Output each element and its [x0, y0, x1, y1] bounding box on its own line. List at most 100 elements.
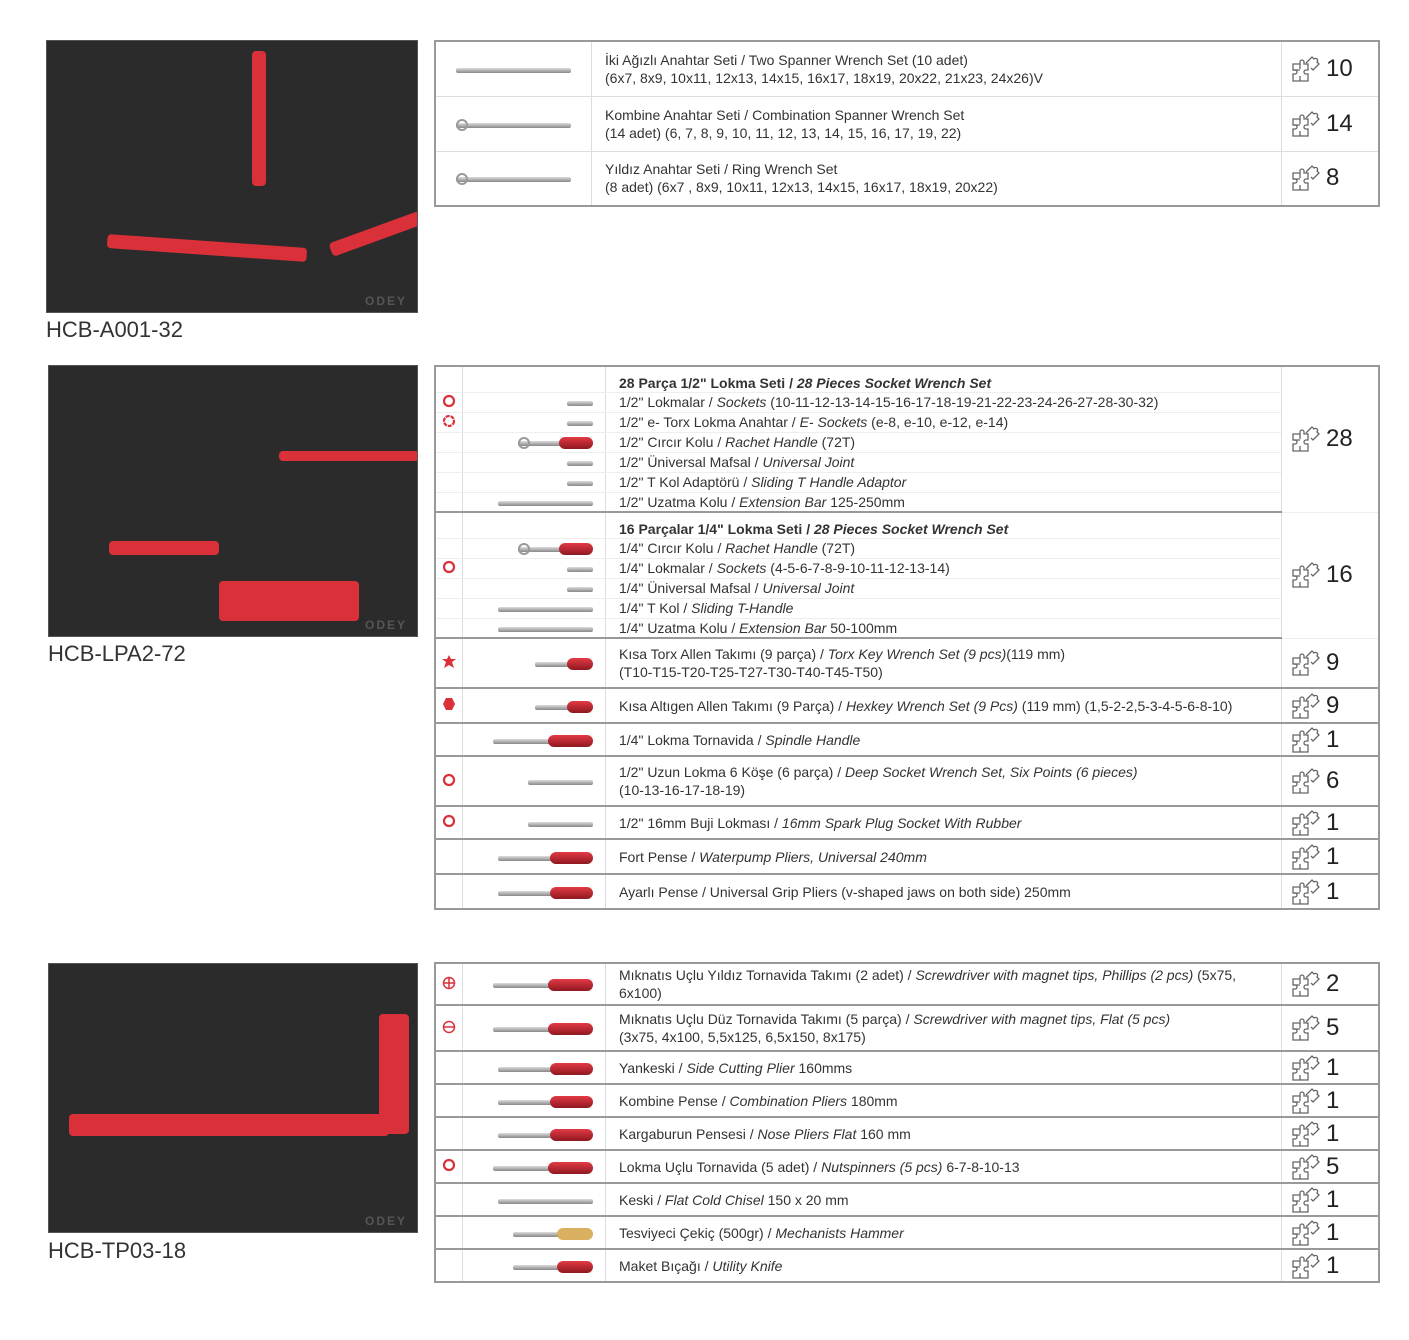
puzzle-icon: [1290, 878, 1320, 905]
puzzle-icon: [1290, 562, 1320, 588]
image-cell: [462, 412, 606, 433]
description: Ayarlı Pense / Universal Grip Pliers (v-…: [605, 874, 1282, 910]
allen-tool-image: [535, 657, 593, 671]
table-row: 1/2" T Kol Adaptörü / Sliding T Handle A…: [435, 472, 1379, 493]
marker-cell: [435, 1150, 463, 1184]
combo-tool-image: [456, 118, 571, 132]
item-name-tr: 1/2" Uzatma Kolu /: [619, 493, 740, 510]
quantity-cell: 9: [1281, 688, 1379, 724]
wrench-set-table: İki Ağızlı Anahtar Seti / Two Spanner Wr…: [434, 40, 1380, 207]
table-row: 1/4" Lokmalar / Sockets (4-5-6-7-8-9-10-…: [435, 558, 1379, 579]
tray-image-screwdrivers: ODEY: [48, 963, 418, 1233]
quantity: 28: [1326, 425, 1353, 453]
marker-cell: [435, 432, 463, 453]
description: 1/4" Üniversal Mafsal / Universal Joint: [605, 578, 1282, 599]
item-sizes: (10-13-16-17-18-19): [619, 782, 746, 798]
image-cell: [462, 638, 606, 689]
chisel-tool-image: [498, 1194, 593, 1208]
quantity: 1: [1326, 842, 1340, 870]
heading-tr: 16 Parçalar 1/4" Lokma Seti /: [619, 520, 814, 537]
image-cell: [462, 723, 606, 757]
marker-cell: [435, 392, 463, 413]
description: Yankeski / Side Cutting Plier 160mms: [605, 1051, 1282, 1085]
item-spec: (10-11-12-13-14-15-16-17-18-19-21-22-23-…: [766, 394, 1159, 410]
driver-tool-image: [493, 978, 593, 992]
marker-cell: [435, 1051, 463, 1085]
item-name-tr: 1/4" Lokmalar /: [619, 560, 717, 576]
item-name-en: E- Sockets: [799, 414, 868, 430]
quantity-cell: 8: [1281, 151, 1379, 207]
quantity-cell: 1: [1281, 1117, 1379, 1151]
quantity: 1: [1326, 877, 1340, 905]
item-name-en: Screwdriver with magnet tips, Flat (5 pc…: [913, 1011, 1171, 1027]
description: İki Ağızlı Anahtar Seti / Two Spanner Wr…: [591, 41, 1282, 97]
quantity: 9: [1326, 691, 1340, 719]
item-name-en: Extension Bar: [739, 619, 827, 636]
item-name-tr: 1/4" Lokma Tornavida /: [619, 731, 766, 748]
socket-set-table: 28 Parça 1/2" Lokma Seti / 28 Pieces Soc…: [434, 365, 1380, 910]
item-spec: (72T): [817, 540, 856, 556]
image-cell: [462, 963, 606, 1006]
item-name-tr: 1/2" Üniversal Mafsal /: [619, 454, 763, 470]
item-name-en: Sockets: [716, 560, 767, 576]
table-row: Lokma Uçlu Tornavida (5 adet) / Nutspinn…: [435, 1150, 1379, 1184]
item-name-tr: Kombine Anahtar Seti / Combination Spann…: [605, 106, 965, 123]
marker-cell: [435, 598, 463, 619]
marker-cell: [435, 756, 463, 807]
marker-cell: [435, 1183, 463, 1217]
tray-code: HCB-A001-32: [46, 317, 183, 342]
heading-tr: 28 Parça 1/2" Lokma Seti /: [619, 374, 797, 391]
marker-cell: [435, 472, 463, 493]
ring-marker-icon: [442, 560, 456, 573]
socket-tool-image: [567, 396, 593, 410]
item-name-tr: Kısa Torx Allen Takımı (9 parça) /: [619, 646, 828, 662]
item-name-tr: 1/2" Cırcır Kolu /: [619, 434, 726, 450]
item-name-tr: 1/2" 16mm Buji Lokması /: [619, 814, 782, 831]
description: Kombine Anahtar Seti / Combination Spann…: [591, 96, 1282, 152]
item-name-tr: Mıknatıs Uçlu Düz Tornavida Takımı (5 pa…: [619, 1011, 914, 1027]
description: 1/2" Cırcır Kolu / Rachet Handle (72T): [605, 432, 1282, 453]
item-name-en: Extension Bar: [739, 493, 827, 510]
description: Tesviyeci Çekiç (500gr) / Mechanists Ham…: [605, 1216, 1282, 1250]
item-name-tr: 1/4" Cırcır Kolu /: [619, 540, 726, 556]
item-spec: (119 mm): [1006, 646, 1066, 662]
item-sizes: (6x7, 8x9, 10x11, 12x13, 14x15, 16x17, 1…: [605, 69, 1043, 86]
description: 1/2" Lokmalar / Sockets (10-11-12-13-14-…: [605, 392, 1282, 413]
marker-cell: [435, 1249, 463, 1283]
marker-cell: [435, 452, 463, 473]
puzzle-icon: [1290, 1186, 1320, 1213]
image-cell: [462, 1183, 606, 1217]
socket-tool-image: [567, 582, 593, 596]
table-row: 1/2" Lokmalar / Sockets (10-11-12-13-14-…: [435, 392, 1379, 413]
item-name-tr: 1/4" T Kol /: [619, 600, 692, 616]
socket-tool-image: [567, 562, 593, 576]
quantity: 1: [1326, 808, 1340, 836]
table-row: Yıldız Anahtar Seti / Ring Wrench Set(8 …: [435, 151, 1379, 207]
item-sizes: (T10-T15-T20-T25-T27-T30-T40-T45-T50): [619, 664, 883, 680]
wrench-tool-image: [456, 63, 571, 77]
bar-tool-image: [498, 602, 593, 616]
quantity-cell: 1: [1281, 806, 1379, 840]
item-sizes: (3x75, 4x100, 5,5x125, 6,5x150, 8x175): [619, 1029, 866, 1045]
table-row: Mıknatıs Uçlu Yıldız Tornavida Takımı (2…: [435, 963, 1379, 1006]
image-cell: [462, 472, 606, 493]
item-name-tr: 1/2" e- Torx Lokma Anahtar /: [619, 414, 800, 430]
image-cell: [462, 839, 606, 875]
quantity: 10: [1326, 54, 1353, 82]
driver-tool-image: [493, 734, 593, 748]
image-cell: [462, 432, 606, 453]
puzzle-icon: [1290, 426, 1320, 452]
marker-cell: [435, 558, 463, 579]
table-row: 1/4" T Kol / Sliding T-Handle: [435, 598, 1379, 619]
table-row: 1/4" Uzatma Kolu / Extension Bar 50-100m…: [435, 618, 1379, 639]
description: Fort Pense / Waterpump Pliers, Universal…: [605, 839, 1282, 875]
item-name-tr: Yankeski /: [619, 1059, 687, 1076]
image-cell: [435, 151, 592, 207]
table-row: 1/2" Uzatma Kolu / Extension Bar 125-250…: [435, 492, 1379, 513]
quantity: 14: [1326, 109, 1353, 137]
item-name-tr: 1/4" Uzatma Kolu /: [619, 619, 740, 636]
description: 1/4" Lokmalar / Sockets (4-5-6-7-8-9-10-…: [605, 558, 1282, 579]
item-name-en: Rachet Handle: [725, 540, 818, 556]
item-name-tr: Yıldız Anahtar Seti / Ring Wrench Set: [605, 161, 838, 178]
